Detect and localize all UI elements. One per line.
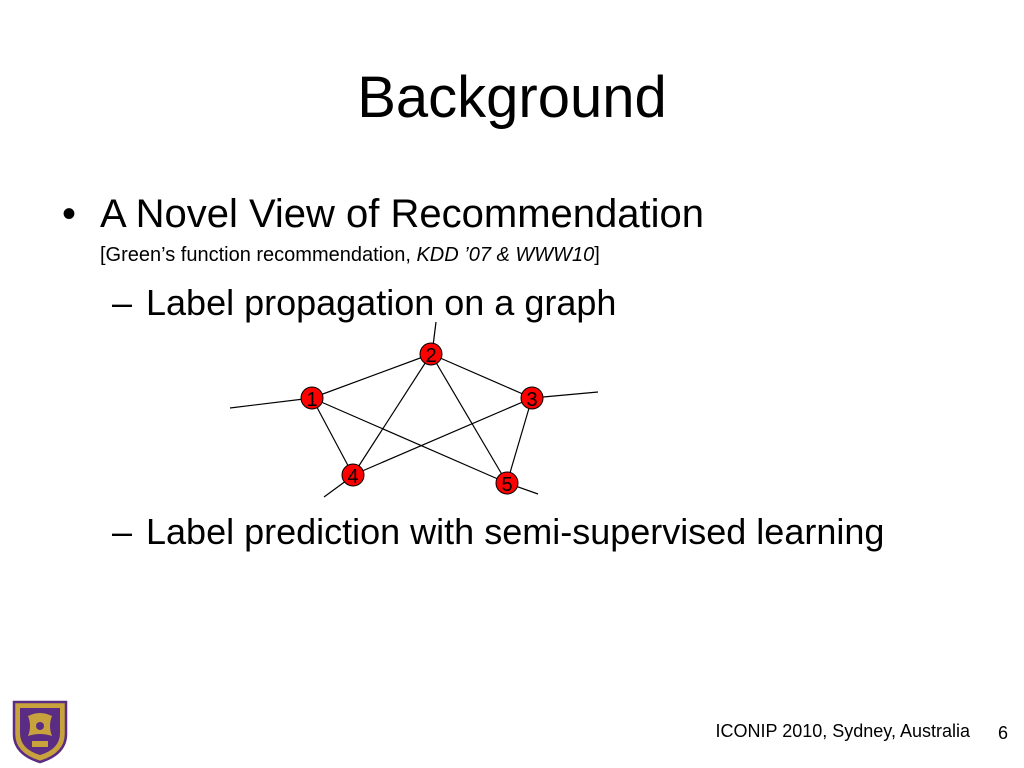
bullet-symbol: •	[62, 192, 77, 236]
graph-node-1: 1	[300, 386, 324, 411]
subbullet-text: Label prediction with semi-supervised le…	[146, 511, 885, 552]
citation-close: ]	[594, 244, 600, 266]
node-label: 1	[306, 389, 317, 411]
graph-node-3: 3	[520, 386, 544, 411]
university-crest-icon	[12, 700, 68, 764]
graph-node-5: 5	[495, 471, 519, 496]
edge-2-5	[430, 353, 508, 484]
node-label: 4	[347, 466, 358, 488]
graph-edges	[311, 353, 533, 484]
crest-center	[36, 722, 44, 730]
edge-1-5	[311, 397, 508, 484]
node-circle	[419, 342, 443, 366]
citation-open: [Green’s function recommendation,	[100, 244, 417, 266]
subbullet-text: Label propagation on a graph	[146, 282, 617, 323]
subbullet-dash: –	[112, 282, 133, 323]
footer-conference: ICONIP 2010, Sydney, Australia	[715, 721, 970, 741]
node-label: 3	[526, 389, 537, 411]
node-label: 5	[501, 474, 512, 496]
bullet-text: A Novel View of Recommendation	[100, 192, 705, 236]
dangling-edge	[229, 397, 313, 409]
node-circle	[495, 471, 519, 495]
edge-2-4	[352, 353, 432, 476]
edge-1-4	[311, 397, 354, 476]
node-circle	[300, 386, 324, 410]
graph-nodes: 1 2 3 4 5	[300, 342, 544, 496]
edge-1-2	[311, 353, 432, 399]
node-circle	[520, 386, 544, 410]
graph-node-4: 4	[341, 463, 365, 488]
crest-base	[32, 741, 48, 747]
edge-2-3	[430, 353, 533, 399]
citation: [Green’s function recommendation, KDD ’0…	[100, 243, 600, 267]
page-number: 6	[997, 723, 1008, 743]
graph-dangling-edges	[229, 321, 599, 498]
edge-3-5	[506, 397, 533, 484]
graph-node-2: 2	[419, 342, 443, 367]
node-circle	[341, 463, 365, 487]
slide-title: Background	[357, 65, 667, 130]
subbullet-dash: –	[112, 511, 133, 552]
edge-3-4	[352, 397, 533, 476]
citation-venue: KDD ’07 & WWW10	[416, 244, 595, 266]
node-label: 2	[425, 345, 436, 367]
